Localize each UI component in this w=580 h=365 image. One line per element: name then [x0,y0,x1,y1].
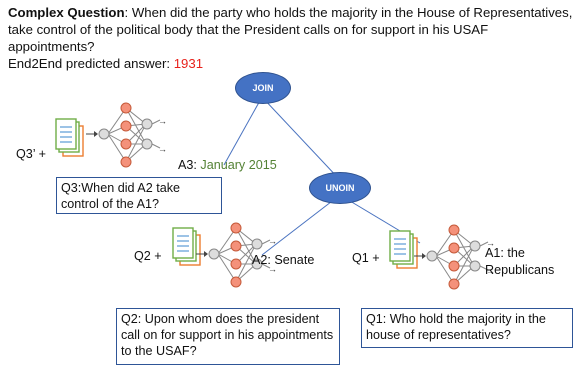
a3-value: January 2015 [200,158,277,172]
svg-text:→: → [268,264,277,274]
q3-label: Q3’ + [16,147,46,161]
complex-question-text: : When did the party who holds the major… [8,5,573,54]
q2-question-box: Q2: Upon whom does the president call on… [116,308,340,365]
union-node: UNOIN [309,172,371,204]
a3-prefix: A3: [178,158,201,172]
a3-answer: A3: January 2015 [178,158,277,173]
join-node: JOIN [235,72,291,104]
edge-union-a2 [261,194,341,256]
complex-question-header: Complex Question: When did the party who… [8,4,574,72]
svg-text:→: → [158,116,167,126]
edge-join-a3 [223,96,263,166]
a1-answer-line1: A1: the [485,246,525,260]
a1-answer-line2: Republicans [485,263,555,277]
svg-text:→: → [486,238,495,248]
q3-question-box: Q3:When did A2 take control of the A1? [56,177,222,214]
q1-label: Q1 + [352,251,380,265]
a2-answer: A2: Senate [252,253,315,267]
document-stack-icon [389,230,418,269]
document-stack-icon [55,118,84,157]
complex-question-label: Complex Question [8,5,125,20]
predicted-answer-label: End2End predicted answer: [8,56,174,71]
document-stack-icon [172,227,201,266]
predicted-answer-value: 1931 [173,56,204,71]
q2-label: Q2 + [134,249,162,263]
svg-text:→: → [486,266,495,276]
neural-network-icon: →→ [414,224,495,290]
neural-network-icon: →→ [86,102,167,168]
neural-network-icon: →→ [196,222,277,288]
svg-text:→: → [158,144,167,154]
q1-question-box: Q1: Who hold the majority in the house o… [361,308,573,348]
edge-join-union [261,96,341,181]
svg-text:→: → [268,236,277,246]
